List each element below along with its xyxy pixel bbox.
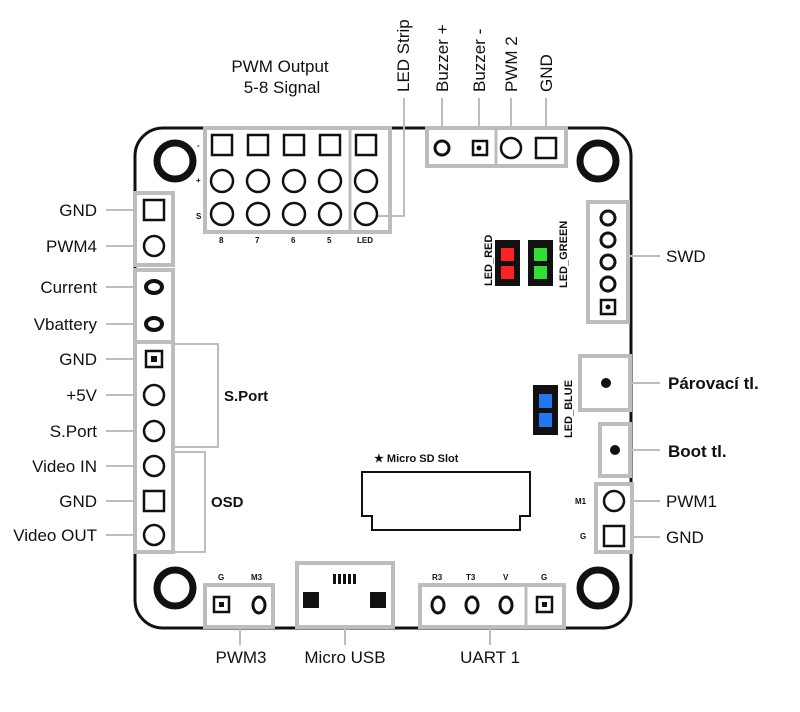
uart-pin-t3: T3 (466, 573, 476, 582)
uart-pin-v: V (503, 573, 509, 582)
gnd-osd-label: GND (59, 492, 97, 511)
gnd-sport-label: GND (59, 350, 97, 369)
led-strip-lead (378, 98, 405, 217)
pwm2-label: PWM 2 (502, 36, 521, 92)
micro-usb-port (295, 561, 395, 629)
pwm-output-title: PWM Output (231, 57, 329, 76)
led-green-label: LED_GREEN (558, 221, 570, 288)
buzzer-plus-label: Buzzer + (433, 24, 452, 92)
swd-header (586, 200, 630, 324)
pwm-col-7-label: 7 (255, 236, 260, 245)
video-out-label: Video OUT (13, 526, 97, 545)
micro-sd-label: ★ Micro SD Slot (374, 453, 459, 465)
pwm-output-subtitle: 5-8 Signal (244, 78, 321, 97)
osd-bracket (173, 451, 206, 553)
led-green (528, 240, 553, 286)
pwm3-header (203, 583, 275, 629)
boot-button (598, 422, 632, 478)
mounting-hole-top-right (576, 139, 620, 183)
pwm1-pin-m1: M1 (575, 497, 587, 506)
osd-group-label: OSD (211, 494, 244, 511)
video-in-label: Video IN (32, 457, 97, 476)
sport-group-label: S.Port (224, 388, 268, 405)
pwm-col-6-label: 6 (291, 236, 296, 245)
sport-label: S.Port (50, 422, 98, 441)
micro-usb-label: Micro USB (304, 648, 385, 667)
vbattery-label: Vbattery (34, 315, 98, 334)
pwm-row-minus-label: - (197, 141, 200, 150)
gnd-top-label: GND (537, 54, 556, 92)
buzzer-minus-label: Buzzer - (470, 29, 489, 92)
sport-bracket (173, 343, 219, 448)
gnd-right-label: GND (666, 528, 704, 547)
pwm3-label: PWM3 (216, 648, 267, 667)
led-blue (533, 385, 558, 435)
pwm4-header (133, 191, 175, 267)
swd-label: SWD (666, 247, 706, 266)
uart-pin-g: G (541, 573, 547, 582)
mounting-hole-bottom-left (153, 566, 197, 610)
mounting-hole-top-left (153, 139, 197, 183)
pwm-col-8-label: 8 (219, 236, 224, 245)
pwm3-pin-m3: M3 (251, 573, 263, 582)
pwm-row-plus-label: + (196, 176, 201, 185)
pwm-col-led-label: LED (357, 236, 373, 245)
led-blue-label: LED_BLUE (563, 380, 575, 438)
pwm-row-signal-label: S (196, 212, 202, 221)
pwm3-pin-g: G (218, 573, 224, 582)
current-label: Current (40, 278, 97, 297)
pwm-col-5-label: 5 (327, 236, 332, 245)
sport-osd-header (133, 340, 175, 554)
led-red (495, 240, 520, 286)
uart1-label: UART 1 (460, 648, 520, 667)
pwm1-header (594, 482, 634, 554)
pwm1-pin-g: G (580, 532, 586, 541)
buzzer-pwm2-header (425, 126, 568, 168)
led-strip-label: LED Strip (394, 19, 413, 92)
plus5v-label: +5V (66, 386, 97, 405)
uart1-header (418, 583, 566, 629)
pwm4-label: PWM4 (46, 237, 97, 256)
battery-sense-header (133, 268, 175, 344)
mounting-hole-bottom-right (576, 566, 620, 610)
pairing-button (578, 354, 632, 412)
pwm-output-header (203, 126, 392, 234)
gnd-left-top-label: GND (59, 201, 97, 220)
led-red-label: LED_RED (483, 235, 495, 286)
uart-pin-r3: R3 (432, 573, 443, 582)
pwm1-label: PWM1 (666, 492, 717, 511)
boot-button-label: Boot tl. (668, 442, 727, 461)
pairing-button-label: Párovací tl. (668, 374, 759, 393)
micro-sd-slot (361, 471, 531, 531)
